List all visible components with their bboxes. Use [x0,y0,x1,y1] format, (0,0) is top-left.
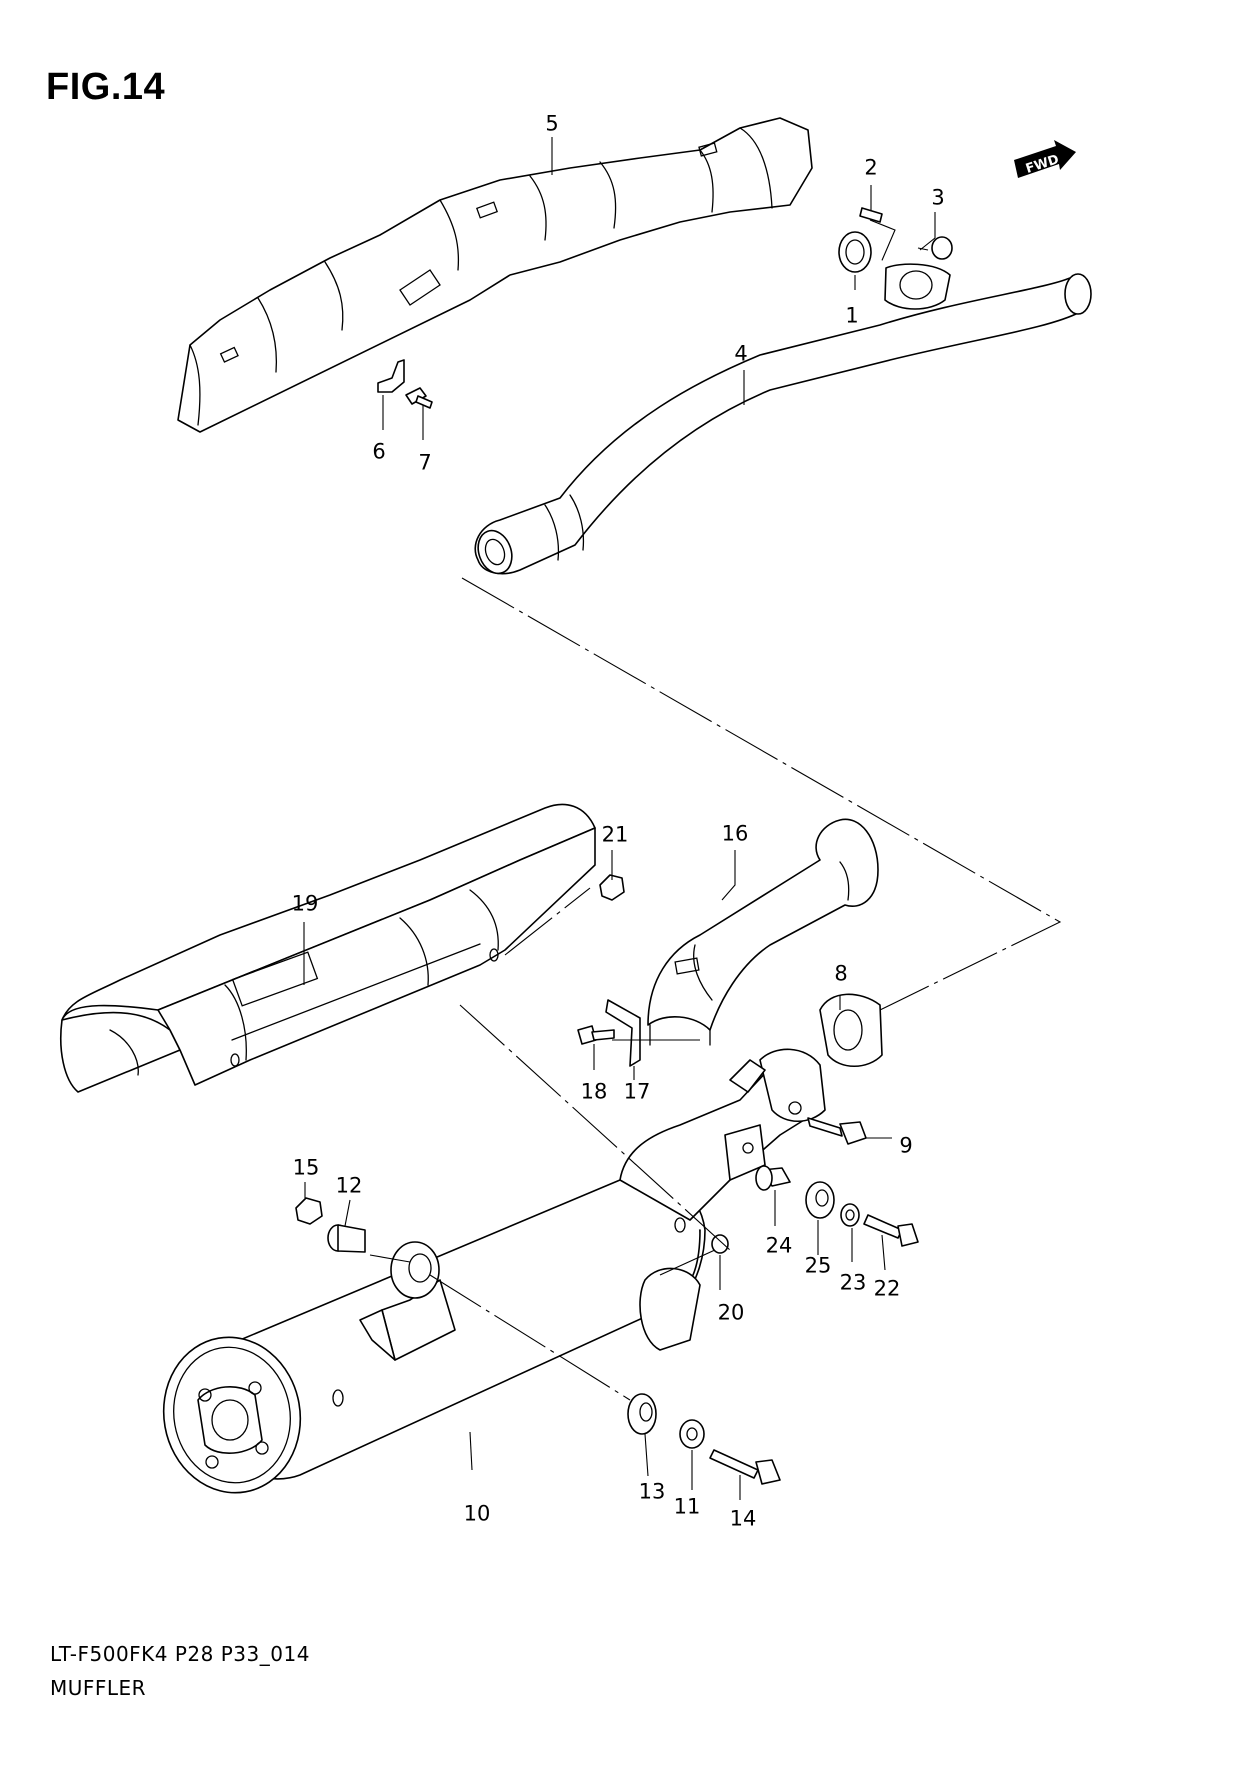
bolt-part-9 [807,1117,867,1145]
callout-14: 14 [729,1506,757,1531]
callout-12: 12 [335,1173,363,1198]
heat-shield-upper-part-5 [177,117,813,433]
nut-part-15 [295,1197,323,1225]
gasket-part-1 [838,231,872,273]
assembly-lines [369,219,1062,1401]
callout-5: 5 [545,111,559,136]
nut-part-3 [931,236,953,260]
callout-19: 19 [291,891,319,916]
callout-21: 21 [601,822,629,847]
muffler-inlet-pipe [619,1048,826,1221]
model-code: LT-F500FK4 P28 P33_014 [50,1642,310,1666]
callout-25: 25 [804,1253,832,1278]
washer-part-23 [840,1203,860,1227]
forward-arrow-icon: FWD [1014,140,1076,178]
callout-8: 8 [834,961,848,986]
muffler-mount-bracket [359,1241,456,1361]
callout-11: 11 [673,1494,701,1519]
callout-9: 9 [899,1133,913,1158]
gasket-part-8 [819,993,883,1067]
callout-15: 15 [292,1155,320,1180]
nut-part-21 [599,874,625,901]
exhaust-pipe-part-4 [474,273,1092,575]
callout-6: 6 [372,439,386,464]
cushion-part-13 [627,1393,657,1435]
callout-1: 1 [845,303,859,328]
callout-17: 17 [623,1079,651,1104]
callout-16: 16 [721,821,749,846]
bolt-part-7 [405,387,433,409]
callout-13: 13 [638,1479,666,1504]
callout-4: 4 [734,341,748,366]
bolt-part-22 [863,1214,919,1247]
callout-24: 24 [765,1233,793,1258]
callout-22: 22 [873,1276,901,1301]
bolt-part-18 [577,1025,615,1045]
callout-18: 18 [580,1079,608,1104]
section-name: MUFFLER [50,1676,147,1700]
washer-part-11 [679,1419,705,1449]
stud-part-2 [859,207,883,223]
cushion-part-25 [805,1181,835,1219]
figure-title: FIG.14 [46,66,166,108]
collar-part-12 [327,1224,366,1253]
callout-7: 7 [418,450,432,475]
callout-2: 2 [864,155,878,180]
clamp-part-6 [377,359,405,393]
callout-23: 23 [839,1270,867,1295]
tailpipe-cover-part-16 [647,818,879,1046]
pipe-flange [884,263,951,310]
leader-lines [303,137,936,1500]
nut-part-20 [711,1234,729,1254]
callout-3: 3 [931,185,945,210]
callout-10: 10 [463,1501,491,1526]
bolt-part-14 [709,1449,781,1485]
bracket-part-17 [605,999,641,1067]
collar-part-24 [755,1165,791,1191]
callout-20: 20 [717,1300,745,1325]
heat-shield-lower-part-19 [59,803,596,1093]
